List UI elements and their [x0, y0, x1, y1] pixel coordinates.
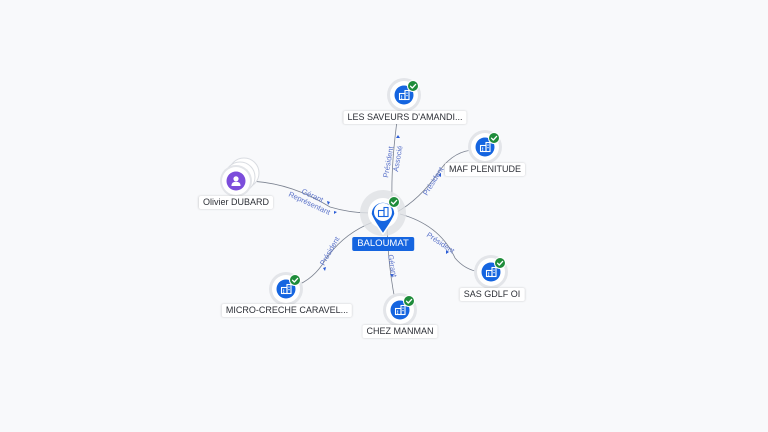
arrow-olivier-dubard-1: [327, 201, 330, 205]
edge-label-chez-manman: Gérant: [386, 254, 399, 279]
edge-olivier-dubard: [246, 180, 371, 214]
label-les-saveurs[interactable]: LES SAVEURS D'AMANDI...: [343, 111, 467, 124]
node-les-saveurs[interactable]: [387, 78, 421, 112]
arrow-maf-plenitude: [438, 173, 441, 177]
label-center-baloumat[interactable]: BALOUMAT: [352, 237, 414, 251]
arrow-les-saveurs: [396, 135, 400, 138]
arrow-sas-gdlf: [446, 250, 449, 254]
node-chez-manman[interactable]: [383, 293, 417, 327]
edge-sas-gdlf: [399, 213, 481, 273]
edge-label-les-saveurs-2: Associé: [391, 145, 404, 172]
arrow-olivier-dubard-2: [334, 211, 337, 214]
node-olivier-dubard[interactable]: [220, 157, 260, 197]
verified-check-icon: [406, 79, 420, 93]
node-maf-plenitude[interactable]: [468, 130, 502, 164]
verified-check-icon: [387, 195, 401, 209]
arrow-micro-creche: [323, 267, 326, 271]
person-icon: [231, 176, 241, 186]
verified-check-icon: [288, 273, 302, 287]
arrow-chez-manman: [390, 274, 394, 277]
center-node[interactable]: [360, 190, 406, 236]
verified-check-icon: [487, 131, 501, 145]
label-maf-plenitude[interactable]: MAF PLENITUDE: [444, 163, 526, 176]
label-chez-manman[interactable]: CHEZ MANMAN: [362, 325, 438, 338]
node-sas-gdlf[interactable]: [474, 255, 508, 289]
label-olivier-dubard[interactable]: Olivier DUBARD: [198, 196, 274, 209]
edge-label-micro-creche: Président: [318, 234, 342, 267]
node-micro-creche[interactable]: [269, 272, 303, 306]
building-icon: [377, 206, 389, 218]
verified-check-icon: [402, 294, 416, 308]
edge-arrows: [323, 135, 449, 277]
label-micro-creche[interactable]: MICRO-CRECHE CARAVEL...: [221, 304, 353, 317]
edge-label-maf-plenitude: Président: [421, 165, 446, 197]
verified-check-icon: [493, 256, 507, 270]
edge-label-sas-gdlf: Président: [425, 230, 457, 256]
edge-maf-plenitude: [394, 149, 476, 214]
label-sas-gdlf[interactable]: SAS GDLF OI: [459, 288, 525, 301]
